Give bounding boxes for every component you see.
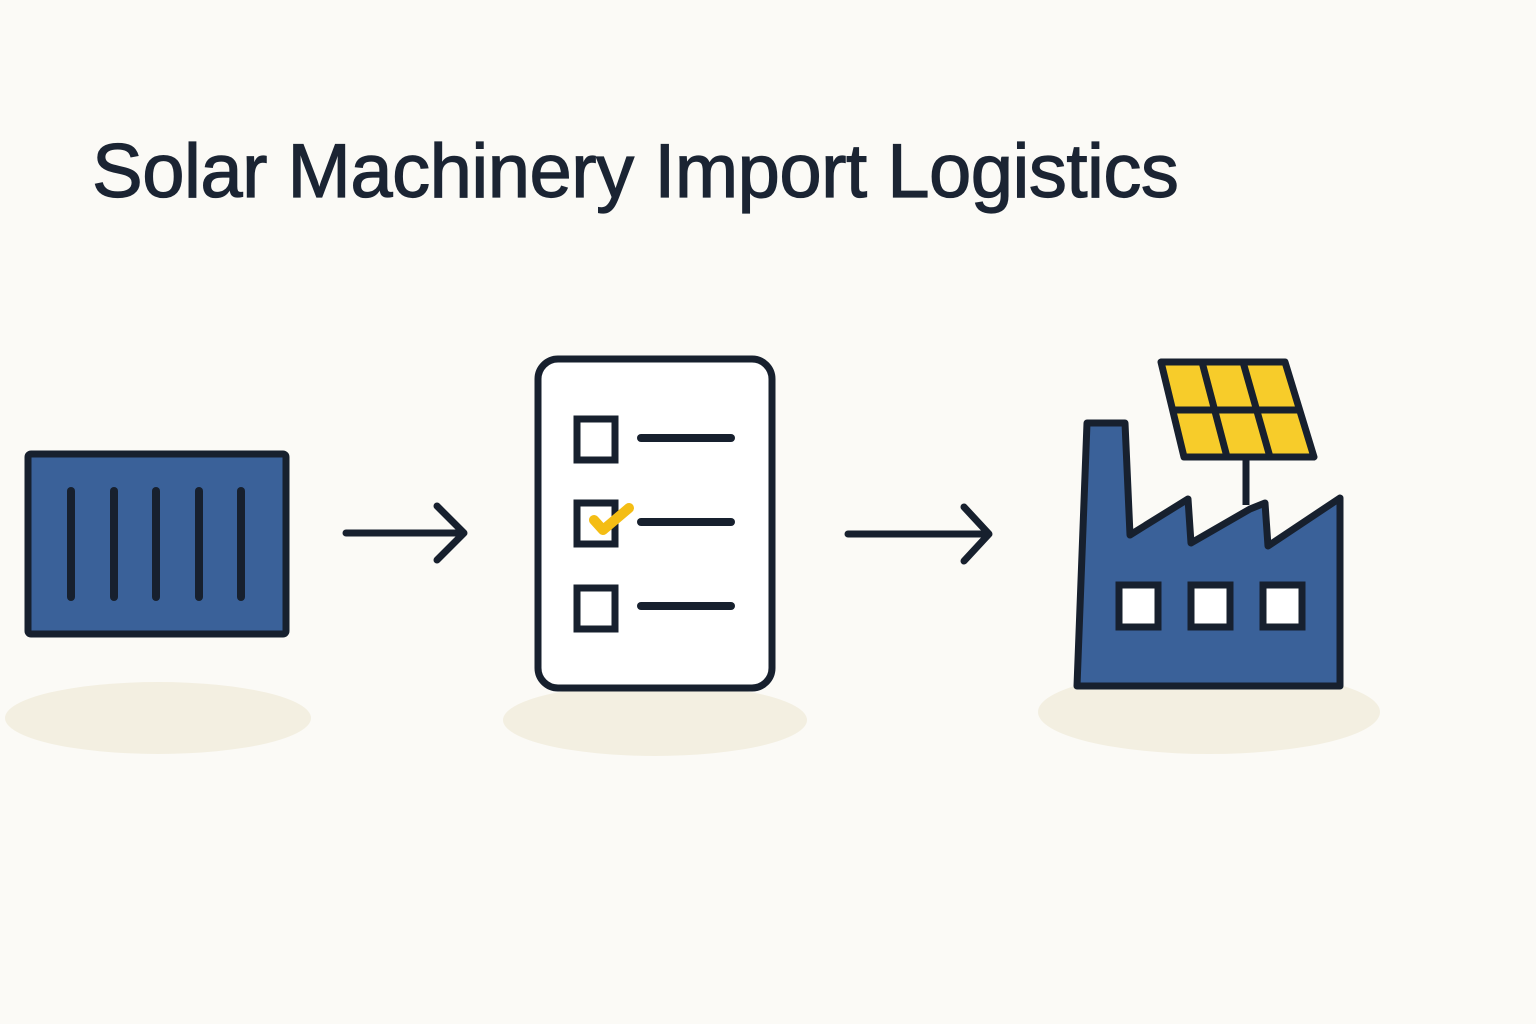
solar-panel-icon (1157, 358, 1318, 505)
checklist-item (573, 584, 735, 633)
arrow-right-icon (844, 503, 993, 565)
diagram-title: Solar Machinery Import Logistics (91, 128, 1179, 214)
container-icon (24, 450, 290, 638)
checklist-item (573, 415, 735, 464)
checklist-item-checked (573, 499, 735, 548)
checklist-shadow (503, 684, 807, 756)
checkmark-icon (589, 503, 634, 535)
factory-building (1073, 419, 1344, 690)
checklist-icon (534, 355, 776, 692)
factory-shadow (1038, 670, 1380, 754)
arrow-right-icon (342, 502, 468, 564)
solar-factory-icon (1073, 358, 1344, 690)
factory-window (1115, 581, 1306, 631)
container-shadow (5, 682, 311, 754)
